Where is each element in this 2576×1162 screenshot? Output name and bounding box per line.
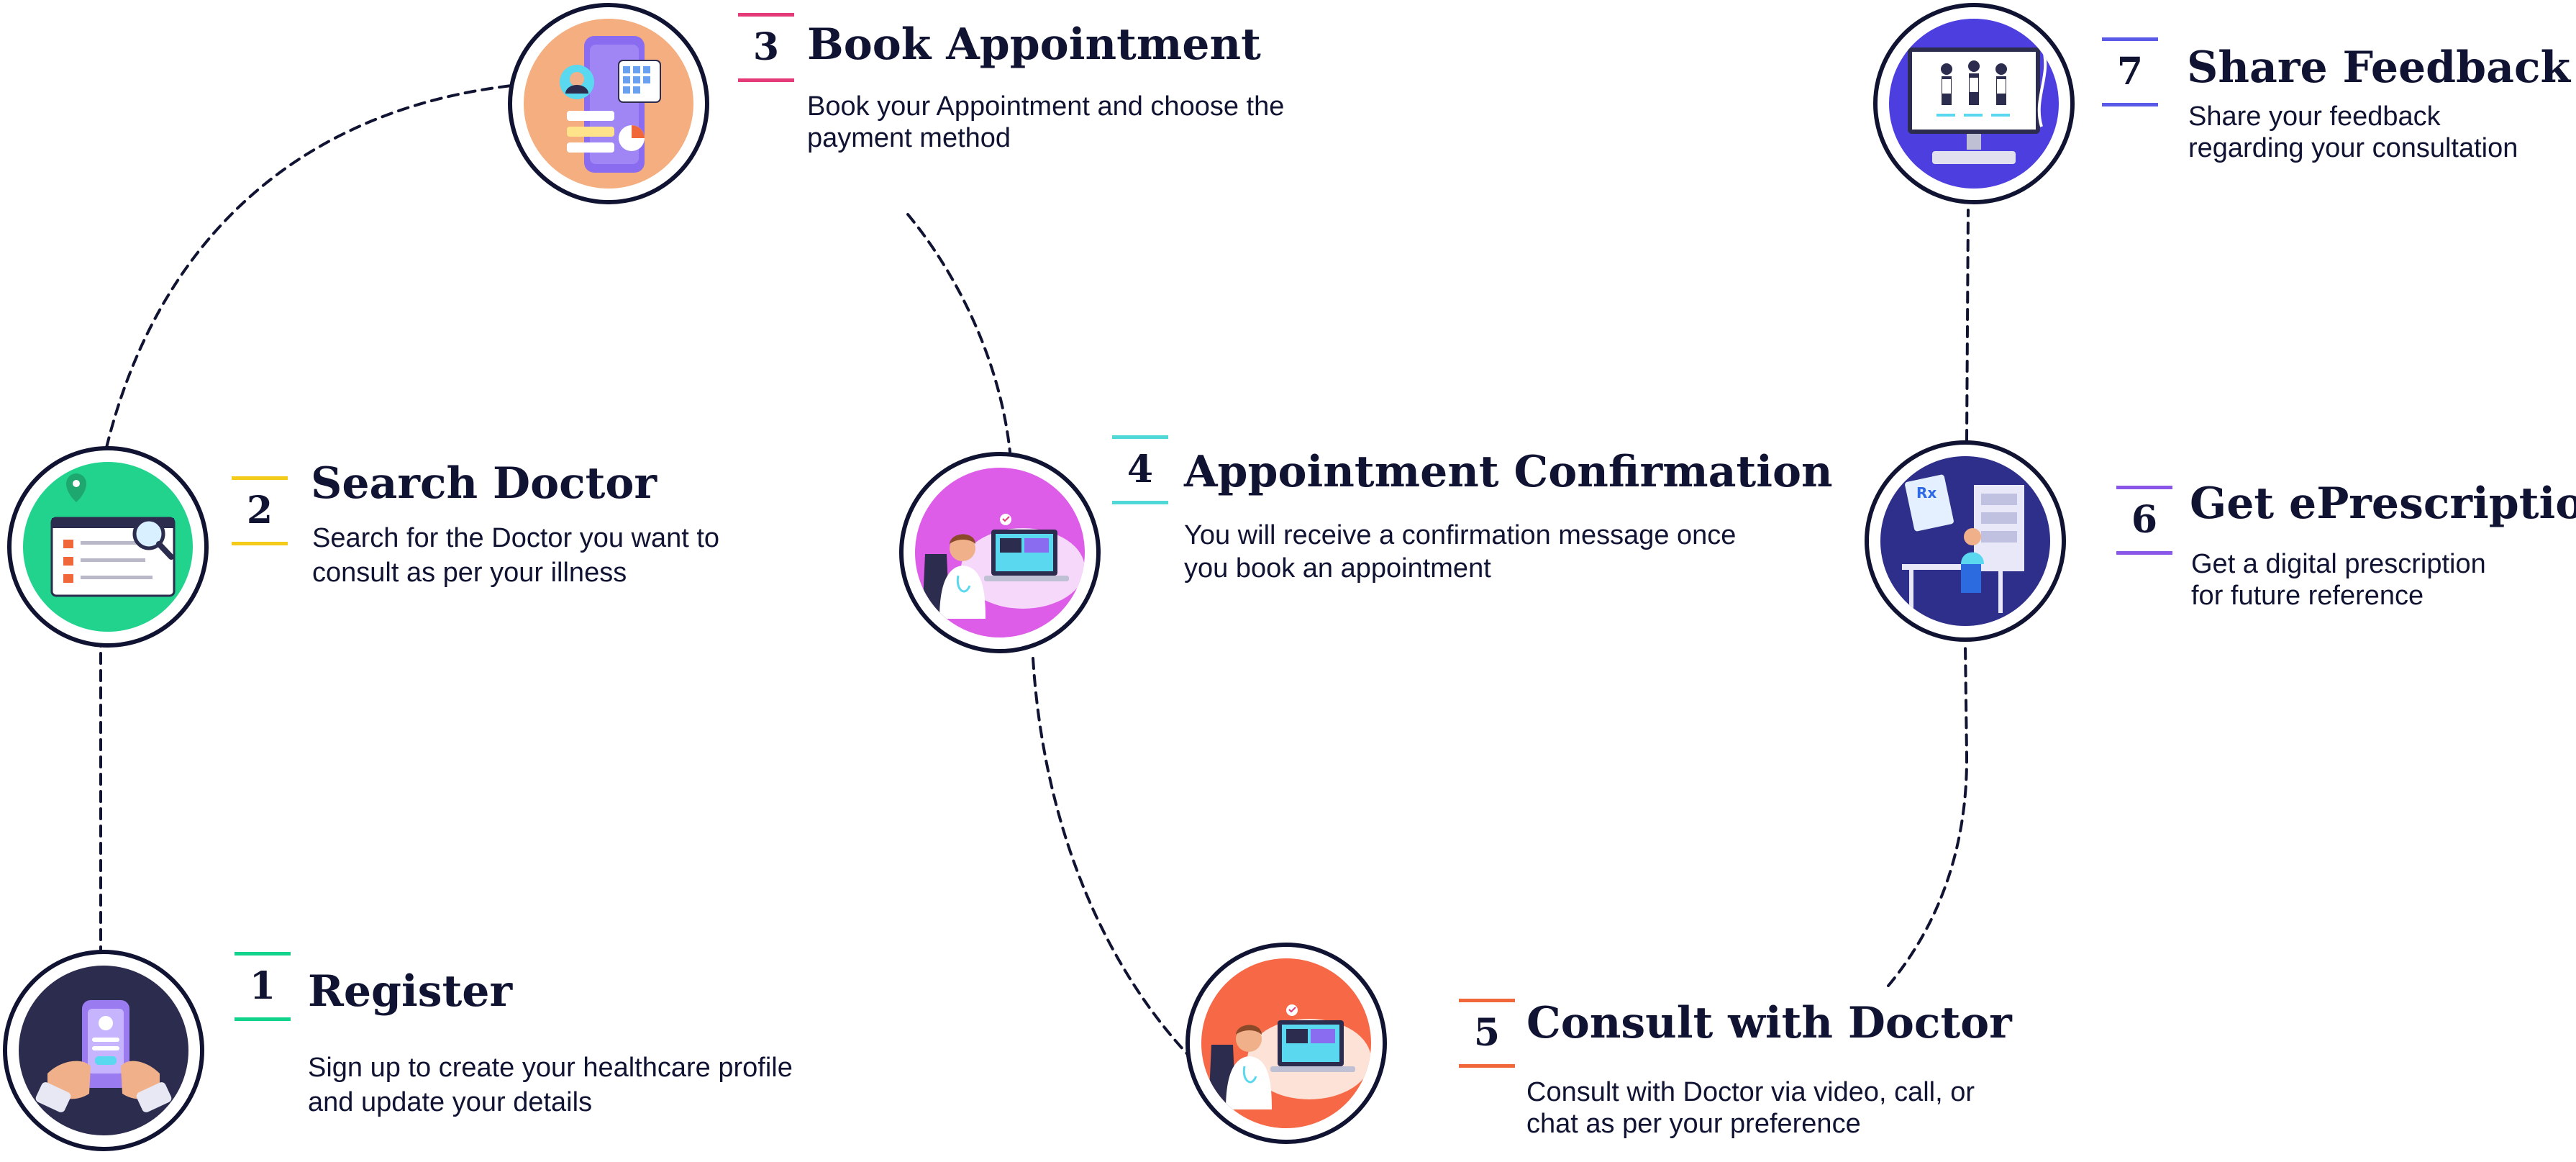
step-2-description-line-1: Search for the Doctor you want to — [312, 523, 720, 553]
hands-phone-signup-icon — [19, 966, 188, 1135]
step-7-bottom-bar — [2102, 103, 2158, 106]
step-3-description-line-2: payment method — [807, 123, 1011, 153]
step-4-number: 4 — [1127, 448, 1154, 491]
step-3-title: Book Appointment — [807, 19, 1261, 70]
step-7-number-badge: 7 — [2102, 37, 2158, 106]
step-2-description-line-2: consult as per your illness — [312, 558, 627, 588]
step-3-bottom-bar — [738, 78, 794, 82]
monitor-feedback-icon — [1889, 19, 2059, 189]
doctor-video-consult-icon — [1201, 958, 1371, 1128]
step-7-description-line-2: regarding your consultation — [2188, 133, 2518, 163]
step-1-top-bar — [235, 952, 291, 956]
connector-5-6 — [1887, 645, 1969, 987]
doctor-laptop-confirmation-icon — [915, 468, 1085, 637]
step-6-top-bar — [2116, 486, 2172, 489]
step-7-top-bar — [2102, 37, 2158, 41]
step-6-description-line-1: Get a digital prescription — [2191, 549, 2486, 579]
svg-text:Rx: Rx — [1916, 484, 1936, 501]
step-7-circle — [1873, 3, 2075, 204]
step-1-description-line-2: and update your details — [308, 1087, 593, 1117]
step-5-circle — [1185, 943, 1387, 1144]
step-7-description-line-1: Share your feedback — [2188, 101, 2441, 132]
step-2-number: 2 — [246, 489, 273, 532]
connector-4-5 — [1032, 657, 1196, 1063]
step-5-number-badge: 5 — [1459, 999, 1515, 1068]
doctor-search-browser-icon — [23, 462, 193, 632]
step-2-top-bar — [232, 476, 288, 480]
step-2-title: Search Doctor — [311, 458, 657, 509]
step-4-title: Appointment Confirmation — [1184, 447, 1833, 497]
step-4-number-badge: 4 — [1112, 435, 1168, 504]
step-2-number-badge: 2 — [232, 476, 288, 545]
step-4-circle — [899, 452, 1101, 653]
step-3-circle — [508, 3, 709, 204]
step-6-number: 6 — [2131, 498, 2158, 542]
step-6-circle: Rx — [1865, 440, 2066, 642]
step-4-description-line-2: you book an appointment — [1184, 553, 1491, 584]
step-4-bottom-bar — [1112, 501, 1168, 504]
connector-6-7 — [1965, 209, 1970, 442]
step-6-number-badge: 6 — [2116, 486, 2172, 555]
step-3-description-line-1: Book your Appointment and choose the — [807, 91, 1285, 122]
step-3-top-bar — [738, 13, 794, 17]
step-3-number: 3 — [752, 25, 780, 69]
step-1-number-badge: 1 — [235, 952, 291, 1021]
phone-calendar-booking-icon — [524, 19, 693, 189]
step-5-description-line-2: chat as per your preference — [1526, 1109, 1861, 1139]
step-1-number: 1 — [249, 964, 276, 1008]
step-5-title: Consult with Doctor — [1526, 998, 2012, 1048]
step-4-top-bar — [1112, 435, 1168, 439]
step-2-bottom-bar — [232, 542, 288, 545]
step-5-bottom-bar — [1459, 1064, 1515, 1068]
step-3-number-badge: 3 — [738, 13, 794, 82]
step-6-title: Get ePrescription — [2190, 478, 2576, 529]
step-5-description-line-1: Consult with Doctor via video, call, or — [1526, 1077, 1975, 1107]
step-5-top-bar — [1459, 999, 1515, 1002]
step-2-circle — [7, 446, 209, 648]
step-1-title: Register — [308, 966, 513, 1017]
step-7-number: 7 — [2116, 50, 2144, 94]
step-1-bottom-bar — [235, 1017, 291, 1021]
step-1-circle — [3, 950, 204, 1151]
connector-3-4 — [906, 213, 1011, 453]
step-6-description-line-2: for future reference — [2191, 581, 2424, 611]
step-7-title: Share Feedback — [2187, 42, 2571, 93]
step-6-bottom-bar — [2116, 551, 2172, 555]
step-5-number: 5 — [1473, 1011, 1501, 1055]
step-1-description-line-1: Sign up to create your healthcare profil… — [308, 1053, 793, 1083]
step-4-description-line-1: You will receive a confirmation message … — [1184, 520, 1737, 550]
doctor-desk-prescription-icon: Rx — [1880, 456, 2050, 626]
connector-2-3 — [105, 83, 519, 449]
